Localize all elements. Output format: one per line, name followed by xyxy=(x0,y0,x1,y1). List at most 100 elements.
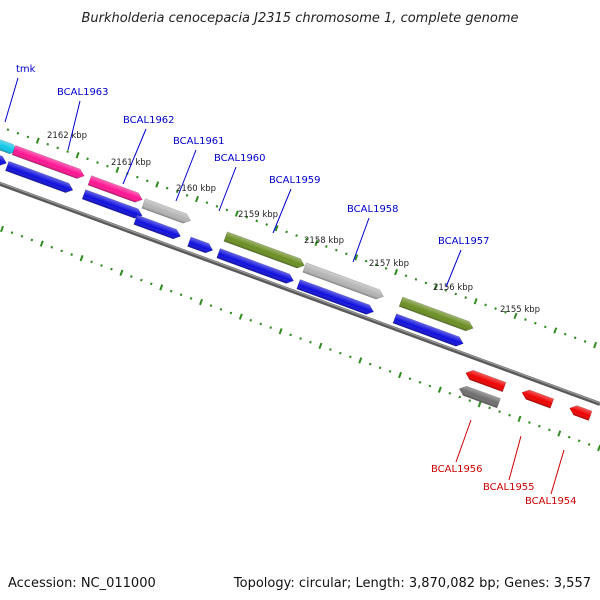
gene-label-tmk: tmk xyxy=(16,64,36,75)
tick-mark xyxy=(259,322,263,326)
tick-mark xyxy=(374,263,378,267)
gene-label-bcal1956: BCAL1956 xyxy=(431,464,483,475)
tick-mark xyxy=(215,204,219,208)
tick-mark xyxy=(205,201,209,205)
tick-mark xyxy=(20,234,24,238)
cds-block xyxy=(0,151,7,167)
tick-mark xyxy=(86,157,89,161)
tick-mark xyxy=(139,278,143,282)
tick-mark xyxy=(418,380,422,384)
tick-mark xyxy=(199,298,203,306)
tick-mark xyxy=(388,370,392,373)
tick-mark xyxy=(593,341,598,349)
tick-mark xyxy=(39,240,44,247)
tick-track-outer xyxy=(6,128,598,349)
gene-label-bcal1960: BCAL1960 xyxy=(214,153,266,164)
genome-backbone xyxy=(0,181,600,406)
tick-label: 2162 kbp xyxy=(47,131,87,141)
gene-label-leader xyxy=(508,435,522,481)
tick-label: 2157 kbp xyxy=(369,259,409,269)
tick-mark xyxy=(344,252,348,256)
tick-mark xyxy=(175,190,179,194)
cds-block xyxy=(133,214,181,240)
cds-block-bcal1956 xyxy=(465,369,507,393)
tick-mark xyxy=(458,395,462,399)
tick-label: 2160 kbp xyxy=(176,184,216,194)
gene-block-bcal1961 xyxy=(141,198,191,224)
gene-block-bcal1957 xyxy=(398,296,474,332)
gene-label-leader xyxy=(67,100,81,151)
tick-mark xyxy=(278,328,283,335)
gene-label-bcal1955: BCAL1955 xyxy=(483,482,535,493)
accession-text: Accession: NC_011000 xyxy=(8,576,156,591)
cds-block xyxy=(392,313,464,347)
tick-mark xyxy=(484,303,487,307)
gene-label-bcal1958: BCAL1958 xyxy=(347,204,399,215)
gene-block-bcal1959 xyxy=(302,262,384,300)
tick-mark xyxy=(305,237,308,241)
tick-mark xyxy=(528,421,531,424)
gene-block-bcal1963 xyxy=(11,145,85,179)
tick-mark xyxy=(547,428,551,432)
gene-label-group: tmkBCAL1963BCAL1962BCAL1961BCAL1960BCAL1… xyxy=(4,64,577,507)
tick-mark xyxy=(583,340,587,343)
tick-mark xyxy=(358,357,363,364)
cds-block xyxy=(296,279,374,315)
tick-mark xyxy=(238,313,243,320)
tick-mark xyxy=(498,410,501,413)
tick-mark xyxy=(119,269,124,276)
tick-mark xyxy=(444,288,448,292)
tick-mark xyxy=(274,225,279,232)
tick-mark xyxy=(428,384,432,388)
tick-mark xyxy=(269,326,273,329)
tick-mark xyxy=(0,225,4,233)
tick-mark xyxy=(325,245,328,248)
tick-mark xyxy=(577,439,581,443)
tick-mark xyxy=(299,337,302,340)
tick-mark xyxy=(115,166,120,173)
tick-label: 2159 kbp xyxy=(238,210,278,220)
tick-mark xyxy=(285,230,288,234)
tick-mark xyxy=(508,413,511,417)
tick-mark xyxy=(567,435,571,439)
tick-mark xyxy=(448,391,452,395)
tick-mark xyxy=(557,430,562,437)
tick-mark xyxy=(437,386,442,393)
cds-block xyxy=(216,248,294,284)
gene-label-bcal1959: BCAL1959 xyxy=(269,175,321,186)
tick-mark xyxy=(50,245,54,249)
tick-mark xyxy=(494,307,497,310)
tick-mark xyxy=(169,289,173,293)
tick-mark xyxy=(234,210,239,217)
tick-label: 2161 kbp xyxy=(111,158,151,168)
summary-text: Topology: circular; Length: 3,870,082 bp… xyxy=(233,576,591,591)
tick-mark xyxy=(185,194,189,197)
tick-mark xyxy=(229,311,233,315)
tick-mark xyxy=(517,415,522,423)
tick-mark xyxy=(165,186,169,190)
tick-mark xyxy=(159,284,164,291)
tick-mark xyxy=(354,254,359,261)
tick-mark xyxy=(414,277,418,281)
gene-label-leader xyxy=(4,77,19,123)
gene-label-bcal1962: BCAL1962 xyxy=(123,115,175,126)
gene-label-leader xyxy=(272,188,292,234)
tick-mark xyxy=(189,297,193,300)
tick-mark xyxy=(318,342,323,350)
tick-mark xyxy=(408,377,412,381)
tick-mark xyxy=(488,406,491,410)
tick-mark xyxy=(110,267,113,271)
tick-mark xyxy=(179,293,183,297)
cds-block xyxy=(5,160,74,194)
feature-track xyxy=(0,135,593,421)
tick-mark xyxy=(504,310,507,314)
tick-label: 2156 kbp xyxy=(433,283,473,293)
tick-mark xyxy=(135,175,139,179)
tick-mark xyxy=(10,231,14,235)
tick-mark xyxy=(404,274,408,278)
tick-mark xyxy=(70,253,73,256)
cds-block-bcal1954 xyxy=(569,405,593,421)
tick-mark xyxy=(96,161,99,164)
tick-mark xyxy=(66,150,69,153)
